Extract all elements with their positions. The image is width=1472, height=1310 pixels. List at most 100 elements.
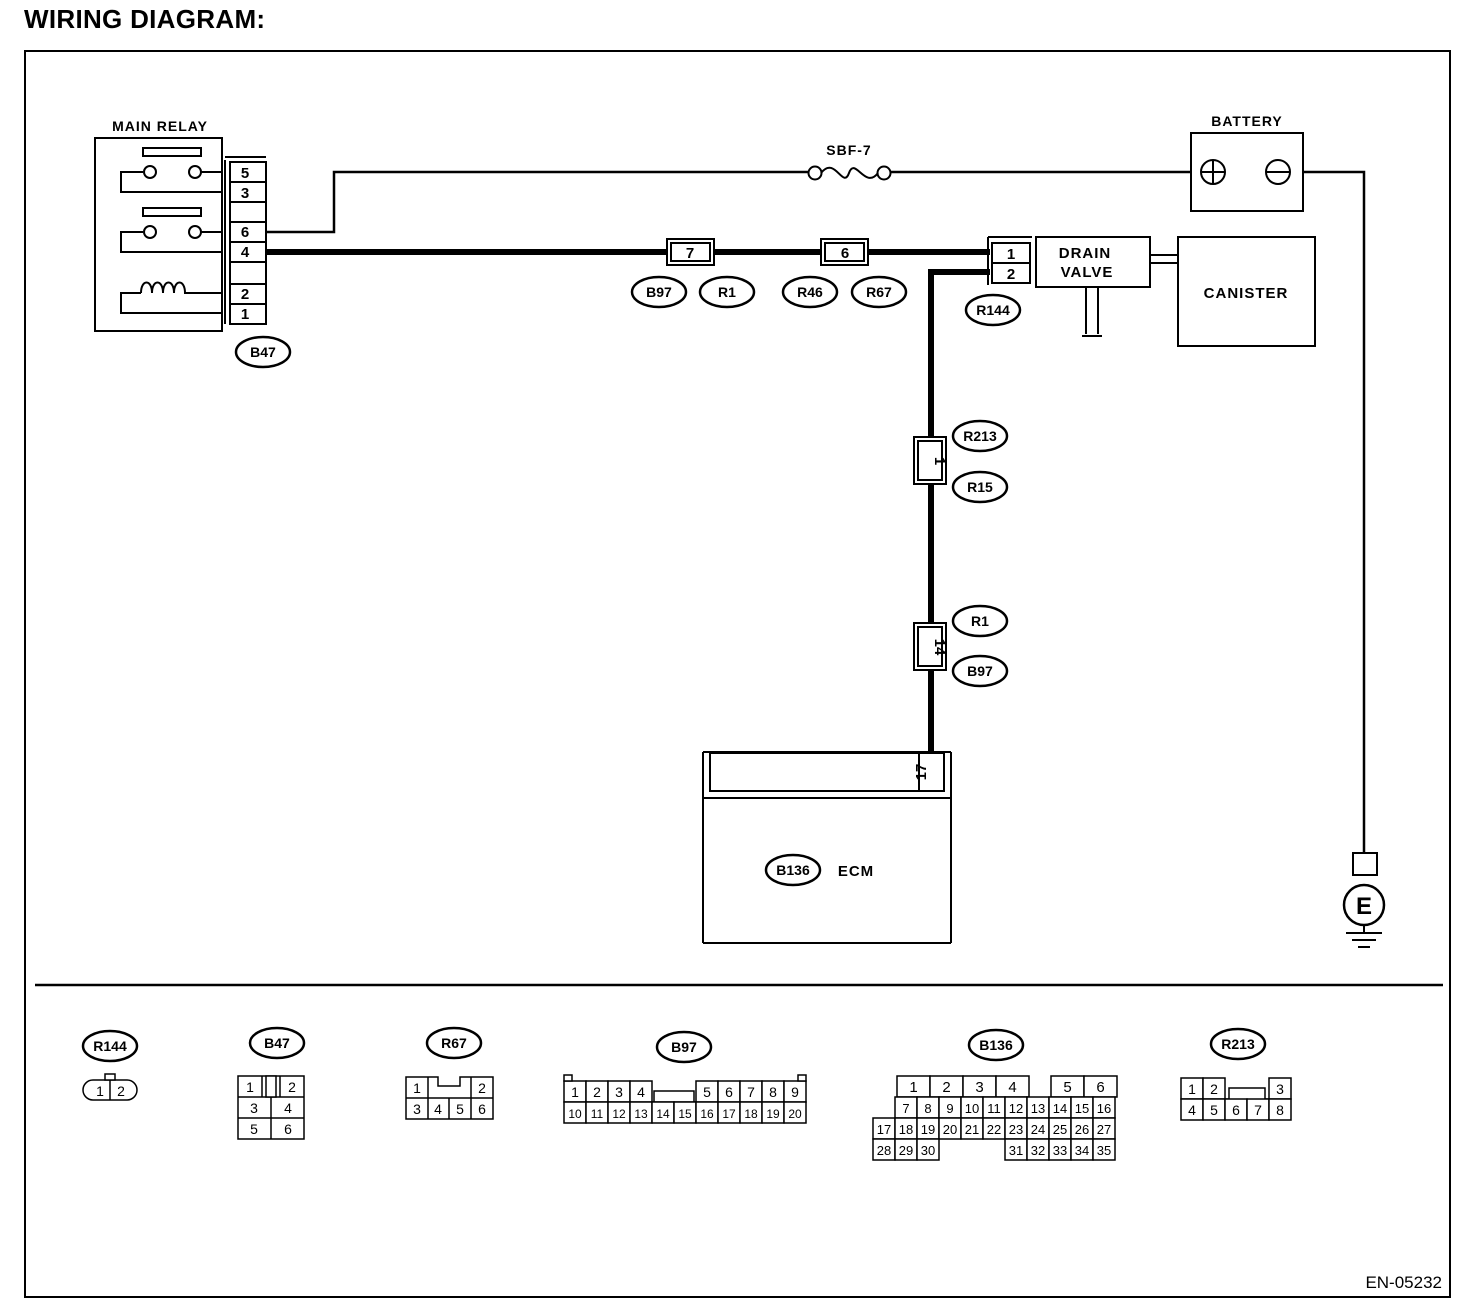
relay-coil (120, 292, 222, 314)
wire-ground (1292, 170, 1366, 853)
pin-number: 19 (921, 1122, 935, 1137)
drain-valve-label: DRAIN (1059, 245, 1112, 262)
svg-text:B97: B97 (671, 1039, 697, 1055)
pin-number: 25 (1053, 1122, 1067, 1137)
pin-number: 1 (1188, 1081, 1196, 1097)
pin-number: 1 (571, 1084, 579, 1100)
pin-number: 12 (1009, 1101, 1023, 1116)
pin-number: 22 (987, 1122, 1001, 1137)
pin-cell (1092, 1138, 1116, 1161)
ecm: 17 ECM (702, 751, 952, 944)
wire-pin-label: 7 (686, 245, 694, 262)
ground-label: E (1356, 893, 1372, 920)
pin-number: 27 (1097, 1122, 1111, 1137)
drain-valve-label: VALVE (1061, 264, 1114, 281)
pin-number: 13 (634, 1107, 648, 1121)
pin-number: 2 (593, 1084, 601, 1100)
pin-number: 9 (946, 1101, 953, 1116)
pin-number: 24 (1031, 1122, 1045, 1137)
wire-pin-label: 1 (931, 457, 948, 465)
main-relay-body (94, 137, 223, 332)
pin-number: 1 (246, 1079, 254, 1095)
pin-number: 1 (413, 1080, 421, 1096)
svg-text:R213: R213 (1221, 1036, 1255, 1052)
pin-number: 19 (766, 1107, 780, 1121)
drain-valve: 1 2 DRAIN VALVE (987, 236, 1178, 337)
pin-number: 3 (250, 1100, 258, 1116)
inline-connector-r46-r67: 6 (820, 238, 869, 266)
pin-number: 17 (877, 1122, 891, 1137)
pin-number: 16 (700, 1107, 714, 1121)
connector-tag: B136 (764, 853, 822, 887)
pin-number: 34 (1075, 1143, 1089, 1158)
connector-tag: R1 (951, 604, 1009, 638)
svg-text:B47: B47 (264, 1035, 290, 1051)
pin-number: 35 (1097, 1143, 1111, 1158)
pin-number: 23 (1009, 1122, 1023, 1137)
pin-number: 10 (568, 1107, 582, 1121)
canister: CANISTER (1177, 236, 1316, 347)
svg-text:R1: R1 (971, 613, 989, 629)
connector-tag: B97 (951, 654, 1009, 688)
pin-number: 18 (744, 1107, 758, 1121)
connector-tag: R15 (951, 470, 1009, 504)
svg-text:B97: B97 (967, 663, 993, 679)
pin-number: 18 (899, 1122, 913, 1137)
pin-number: 6 (1232, 1102, 1240, 1118)
pin-number: 7 (747, 1084, 755, 1100)
pin-number: 9 (791, 1084, 799, 1100)
svg-text:R213: R213 (963, 428, 997, 444)
pin-number: 4 (1008, 1079, 1016, 1096)
wire-pin-label: 6 (841, 245, 849, 262)
connector-tag: R67 (850, 275, 908, 309)
pin-number: 2 (478, 1080, 486, 1096)
main-relay-label: MAIN RELAY (112, 118, 208, 134)
main-relay: MAIN RELAY 5 3 6 4 2 1 (94, 118, 267, 332)
svg-text:R1: R1 (718, 284, 736, 300)
pin-number: 20 (943, 1122, 957, 1137)
connector-tag: R144 (964, 293, 1022, 327)
svg-text:R67: R67 (866, 284, 892, 300)
relay-pin: 3 (241, 185, 249, 202)
pin-number: 2 (117, 1083, 125, 1099)
pin-number: 31 (1009, 1143, 1023, 1158)
pin-number: 6 (725, 1084, 733, 1100)
svg-text:R67: R67 (441, 1035, 467, 1051)
pin-number: 14 (656, 1107, 670, 1121)
relay-pin: 2 (241, 286, 249, 303)
svg-text:R144: R144 (976, 302, 1010, 318)
pin-number: 11 (591, 1107, 604, 1121)
pin-number: 8 (924, 1101, 931, 1116)
svg-text:B47: B47 (250, 344, 276, 360)
pin-number: 3 (413, 1101, 421, 1117)
pin-number: 21 (965, 1122, 979, 1137)
pin-number: 28 (877, 1143, 891, 1158)
legend-connector-r144: R144 1 2 (81, 1029, 139, 1101)
battery-label: BATTERY (1211, 113, 1283, 129)
pin-number: 33 (1053, 1143, 1067, 1158)
pin-number: 17 (722, 1107, 736, 1121)
pin-number: 6 (284, 1121, 292, 1137)
wire-pin-label: 14 (931, 639, 948, 656)
pin-number: 1 (909, 1079, 917, 1096)
pin-number: 3 (975, 1079, 983, 1096)
wire-battery-feed (266, 170, 1197, 234)
svg-text:R15: R15 (967, 479, 993, 495)
connector-tag: R1 (698, 275, 756, 309)
pin-number: 20 (788, 1107, 802, 1121)
connector-tag: B97 (630, 275, 688, 309)
pin-cell (916, 1138, 940, 1161)
wire-pin-label: 2 (1007, 266, 1015, 283)
pin-number: 8 (769, 1084, 777, 1100)
fuse-label: SBF-7 (826, 142, 871, 158)
pin-cell (1268, 1098, 1292, 1121)
pin-number: 5 (703, 1084, 711, 1100)
legend-connector-r67: R67 1 2 3 4 5 6 (405, 1026, 494, 1120)
svg-text:B136: B136 (979, 1037, 1013, 1053)
pin-number: 2 (288, 1079, 296, 1095)
pin-number: 2 (942, 1079, 950, 1096)
pin-number: 11 (987, 1101, 1001, 1116)
